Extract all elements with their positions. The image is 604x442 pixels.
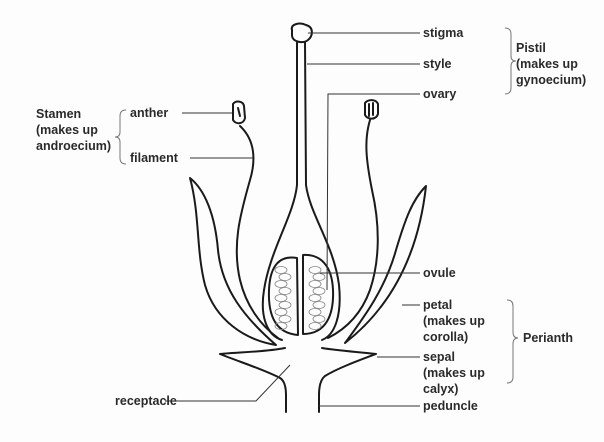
ovule-shape	[308, 308, 322, 316]
ovule-shape	[308, 322, 322, 330]
ovule-shape	[274, 280, 288, 288]
label-anther: anther	[130, 106, 168, 120]
ovule-shape	[278, 315, 292, 323]
label-filament: filament	[130, 151, 179, 165]
ovary-chamber-right	[302, 253, 335, 335]
label-sepal: sepal	[423, 350, 455, 364]
filament-left	[235, 125, 279, 339]
anther-right	[364, 99, 379, 120]
ovule-shape	[308, 294, 322, 302]
label-sepal-line2: (makes up	[423, 366, 485, 380]
perianth-brace	[506, 299, 519, 384]
petal-right	[344, 185, 427, 344]
ovule-shape	[274, 266, 288, 274]
label-sepal-line3: calyx)	[423, 382, 458, 396]
ovule-shape	[312, 301, 326, 309]
group-stamen-line3: androecium)	[36, 139, 111, 153]
style-right	[304, 41, 341, 341]
label-peduncle: peduncle	[423, 399, 478, 413]
petal-left	[189, 177, 277, 346]
label-petal-line2: (makes up	[423, 314, 485, 328]
ovule-shape	[312, 273, 326, 281]
ovule-shape	[278, 287, 292, 295]
group-stamen-line2: (makes up	[36, 123, 98, 137]
ovule-shape	[312, 287, 326, 295]
ovule-shape	[312, 315, 326, 323]
ovary-chamber-left	[267, 256, 299, 336]
anther-left	[232, 100, 246, 125]
ovule-shape	[278, 273, 292, 281]
group-stamen: Stamen	[36, 107, 81, 121]
ovule-shape	[278, 301, 292, 309]
label-stigma: stigma	[423, 26, 464, 40]
ovule-shape	[274, 294, 288, 302]
ovule-shape	[308, 280, 322, 288]
label-petal-line3: corolla)	[423, 330, 468, 344]
stamen-brace	[114, 109, 127, 165]
label-petal: petal	[423, 298, 452, 312]
group-perianth: Perianth	[523, 331, 573, 345]
ovule-shape	[274, 322, 288, 330]
filament-right	[327, 119, 379, 339]
label-ovary: ovary	[423, 87, 456, 101]
ovule-shape	[308, 266, 322, 274]
style	[261, 41, 298, 341]
group-pistil-line2: (makes up	[516, 57, 578, 71]
group-pistil: Pistil	[516, 41, 546, 55]
label-receptacle: receptacle	[115, 394, 177, 408]
pistil-brace	[504, 27, 517, 95]
sepal-left	[219, 347, 287, 413]
ovules	[274, 266, 326, 330]
leader-lines	[165, 32, 420, 407]
label-style: style	[423, 57, 452, 71]
group-pistil-line3: gynoecium)	[516, 73, 586, 87]
label-ovule: ovule	[423, 266, 456, 280]
ovule-shape	[274, 308, 288, 316]
sepal-right	[318, 347, 377, 413]
